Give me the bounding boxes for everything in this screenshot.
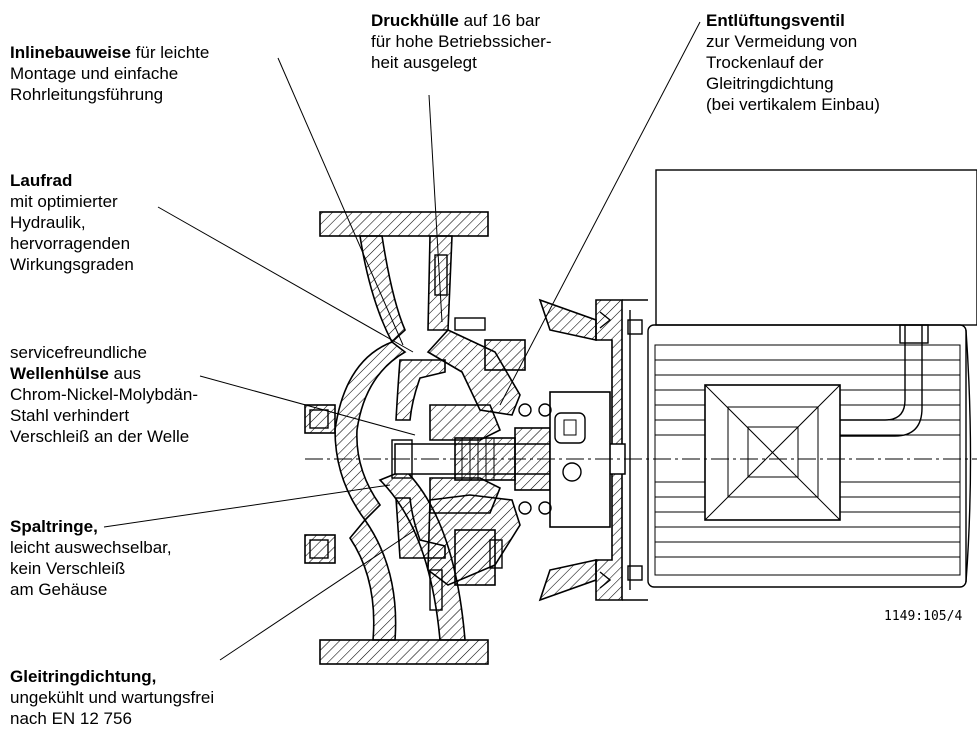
leader-lines: [103, 21, 701, 661]
pump-casing: [304, 211, 526, 665]
terminal-box: [655, 169, 977, 326]
motor: [647, 169, 977, 588]
label-gleitringdichtung: Gleitringdichtung, ungekühlt und wartung…: [10, 667, 215, 728]
drawing-reference-number: 1149:105/4: [884, 609, 963, 624]
bolts: [309, 254, 503, 611]
cable-conduit: [840, 325, 923, 437]
motor-cooling-ribs: [654, 344, 961, 576]
label-wellenhuelse: servicefreundliche Wellenhülse aus Chrom…: [10, 343, 198, 446]
upper-flange: [319, 211, 489, 237]
lower-flange: [319, 639, 489, 665]
lantern-bracket: [538, 298, 648, 602]
label-inlinebauweise: Inlinebauweise für leichte Montage und e…: [10, 43, 210, 104]
label-laufrad: Laufrad mit optimierter Hydraulik, hervo…: [10, 171, 134, 274]
motor-housing: [647, 324, 967, 588]
motor-end-cap: [965, 329, 972, 583]
label-spaltringe: Spaltringe, leicht auswechselbar, kein V…: [10, 517, 172, 599]
label-druckhuelle: Druckhülle auf 16 bar für hohe Betriebss…: [371, 11, 552, 72]
label-entlueftungsventil: Entlüftungsventil zur Vermeidung von Tro…: [706, 11, 880, 114]
impeller: [395, 359, 502, 559]
